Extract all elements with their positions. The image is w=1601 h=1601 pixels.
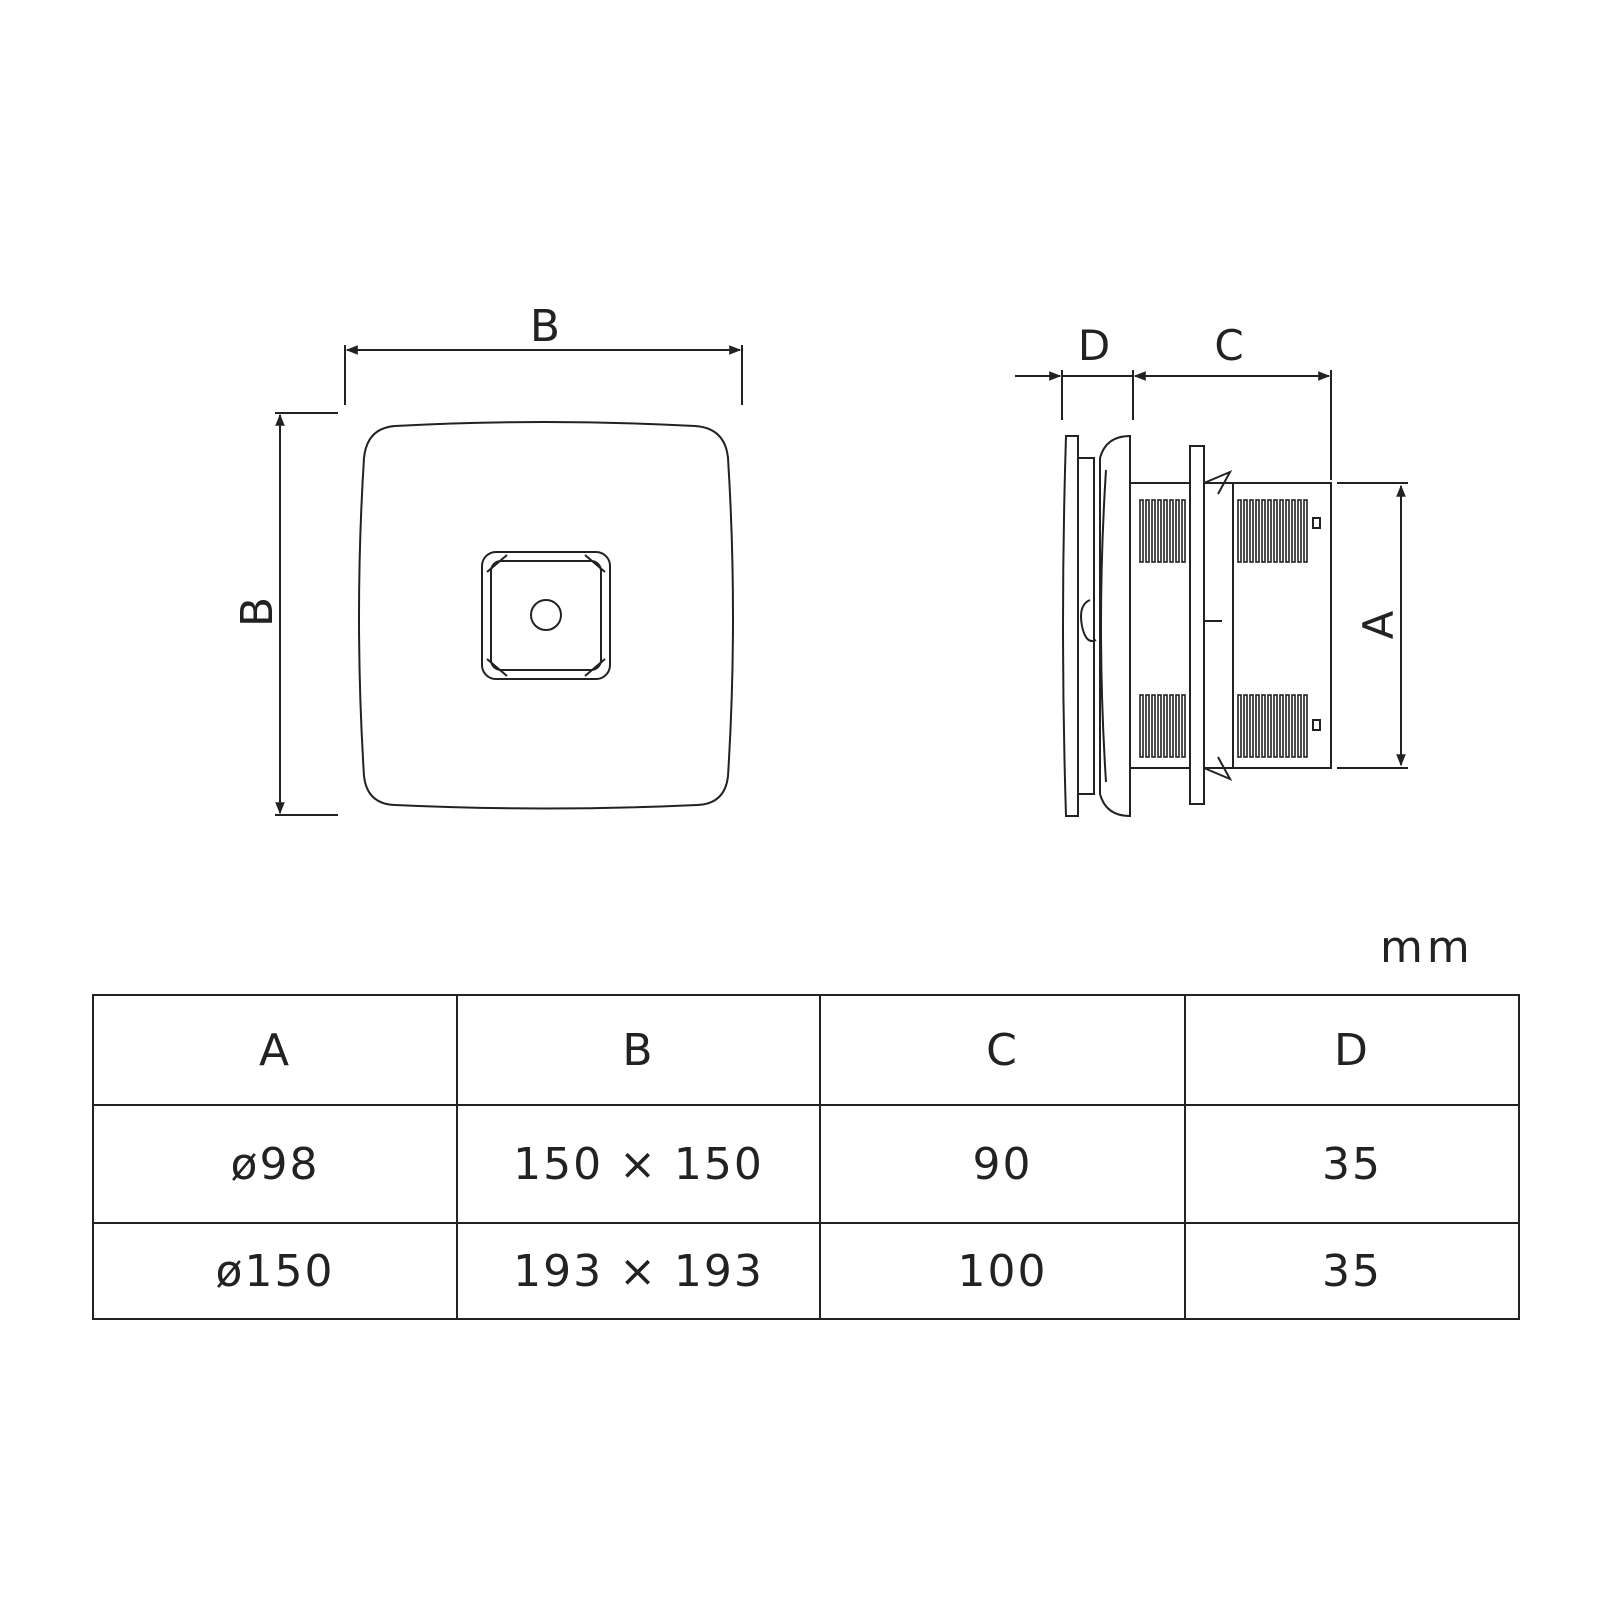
vent-slot <box>1163 694 1168 758</box>
vent-slot <box>1175 499 1180 563</box>
center-switch-corner-tr <box>584 554 606 573</box>
side-motor-housing-front <box>1129 482 1191 769</box>
side-view <box>1015 370 1408 818</box>
center-switch-corner-tl <box>486 554 508 573</box>
vent-slot <box>1151 694 1156 758</box>
table-row: ø150 193 × 193 100 35 <box>92 1222 1520 1320</box>
vent-slot <box>1279 694 1284 758</box>
table-cell-d: 35 <box>1184 1222 1520 1320</box>
vent-slot <box>1273 499 1278 563</box>
side-vent-tab-top <box>1312 517 1321 529</box>
side-mounting-flange <box>1189 445 1205 805</box>
vent-slot <box>1163 499 1168 563</box>
vent-slot <box>1243 499 1248 563</box>
table-cell-b: 193 × 193 <box>456 1222 821 1320</box>
side-d-label: D <box>1078 321 1110 370</box>
table-row: ø98 150 × 150 90 35 <box>92 1104 1520 1224</box>
vent-slot <box>1261 499 1266 563</box>
vent-slot <box>1157 499 1162 563</box>
table-cell-c: 100 <box>819 1222 1186 1320</box>
front-view <box>275 345 743 816</box>
front-height-label: B <box>232 597 283 627</box>
vent-slot <box>1267 694 1272 758</box>
side-cover-curve-inner <box>1100 469 1107 783</box>
table-cell-a: ø150 <box>92 1222 458 1320</box>
table-header-c: C <box>819 994 1186 1106</box>
center-switch-corner-bl <box>486 658 508 677</box>
vent-slot <box>1267 499 1272 563</box>
vent-slot <box>1175 694 1180 758</box>
vent-slot <box>1237 694 1242 758</box>
side-c-label: C <box>1214 321 1243 370</box>
side-vent-slots <box>1139 499 1308 758</box>
technical-drawing: B B D C A <box>232 301 1408 818</box>
center-switch-corner-br <box>584 658 606 677</box>
vent-slot <box>1181 499 1186 563</box>
vent-slot <box>1273 694 1278 758</box>
vent-slot <box>1285 499 1290 563</box>
vent-slot <box>1169 694 1174 758</box>
vent-slot <box>1303 499 1308 563</box>
vent-slot <box>1255 694 1260 758</box>
front-width-label: B <box>530 301 560 352</box>
dimension-table: A B C D ø98 150 × 150 90 35 ø150 193 × 1… <box>92 994 1520 1320</box>
side-flange-clip-top <box>1203 469 1233 495</box>
table-header-a: A <box>92 994 458 1106</box>
table-header-row: A B C D <box>92 994 1520 1106</box>
vent-slot <box>1249 694 1254 758</box>
vent-slot <box>1291 499 1296 563</box>
table-cell-d: 35 <box>1184 1104 1520 1224</box>
vent-slot <box>1297 694 1302 758</box>
vent-slot <box>1285 694 1290 758</box>
vent-slot <box>1145 499 1150 563</box>
vent-slot <box>1243 694 1248 758</box>
vent-slot <box>1297 499 1302 563</box>
table-header-d: D <box>1184 994 1520 1106</box>
vent-slot <box>1255 499 1260 563</box>
table-cell-a: ø98 <box>92 1104 458 1224</box>
vent-slot <box>1291 694 1296 758</box>
table-cell-b: 150 × 150 <box>456 1104 821 1224</box>
vent-slot <box>1139 694 1144 758</box>
center-indicator-circle <box>530 599 562 631</box>
vent-slot <box>1157 694 1162 758</box>
front-cover-panel <box>358 421 734 810</box>
side-vent-tab-bottom <box>1312 719 1321 731</box>
vent-slot <box>1181 694 1186 758</box>
vent-slot <box>1261 694 1266 758</box>
side-cover-front-plate <box>1062 435 1079 817</box>
table-cell-c: 90 <box>819 1104 1186 1224</box>
table-header-b: B <box>456 994 821 1106</box>
side-cover-bezel <box>1078 457 1095 795</box>
vent-slot <box>1249 499 1254 563</box>
vent-slot <box>1151 499 1156 563</box>
vent-slot <box>1145 694 1150 758</box>
vent-slot <box>1279 499 1284 563</box>
side-flange-clip-bottom <box>1203 756 1233 782</box>
vent-slot <box>1237 499 1242 563</box>
unit-label: mm <box>1380 922 1474 973</box>
side-indicator-bump <box>1080 599 1097 642</box>
vent-slot <box>1303 694 1308 758</box>
side-diameter-label: A <box>1354 610 1403 639</box>
side-motor-housing-rear <box>1203 482 1332 769</box>
vent-slot <box>1169 499 1174 563</box>
center-switch-housing <box>481 551 611 680</box>
side-cover-curved-body <box>1099 434 1131 818</box>
vent-slot <box>1139 499 1144 563</box>
center-switch-inner <box>490 560 602 671</box>
